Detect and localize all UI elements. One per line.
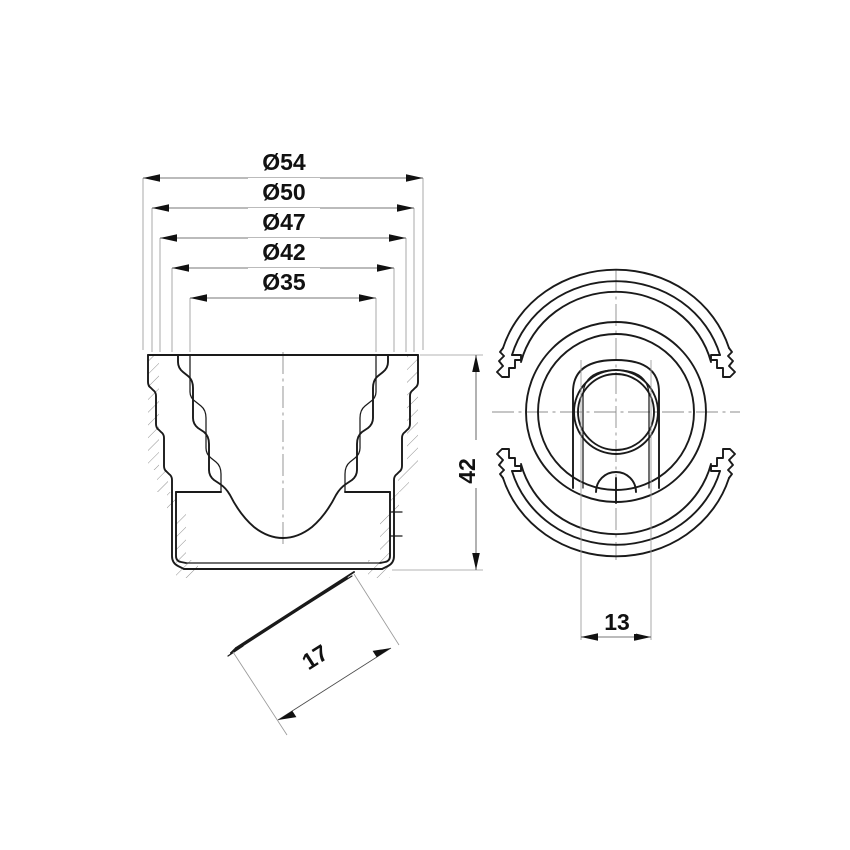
dimension-d35: Ø35 <box>190 268 376 302</box>
dimension-label-d54: Ø54 <box>262 149 306 175</box>
dimension-label-h42: 42 <box>454 458 480 484</box>
plan-bowl-pocket-outer <box>572 359 660 489</box>
plan-bottom-notch-semicircle <box>595 471 637 493</box>
dimension-label-d35: Ø35 <box>262 269 306 295</box>
plan-ring-2-top-arc <box>511 280 721 356</box>
dimension-d47: Ø47 <box>160 208 406 242</box>
dimension-label-w13: 13 <box>604 609 630 635</box>
dimension-label-d42: Ø42 <box>262 239 305 265</box>
dimension-h42: 42 <box>392 354 483 571</box>
section-inner-wall-left <box>189 354 222 493</box>
plan-view-dimensions: 13 <box>580 360 652 641</box>
section-lower-cavity-right <box>379 491 391 564</box>
section-view-dimensions: Ø54 Ø50 Ø47 Ø42 <box>142 148 483 736</box>
plan-ring-outer-top-arc <box>502 268 730 349</box>
section-outer-left-profile <box>147 354 185 570</box>
dimension-w13: 13 <box>581 608 651 641</box>
plan-right-notch-lower <box>710 448 736 479</box>
dimension-d42: Ø42 <box>172 238 394 272</box>
plan-ring-3-bottom-arc <box>520 463 712 536</box>
angled-tang-feature <box>227 571 355 657</box>
section-inner-wall-right <box>344 354 377 493</box>
plan-left-notch-upper <box>496 347 522 378</box>
plan-ring-2-bottom-arc <box>511 470 721 546</box>
top-plan-view <box>492 268 740 560</box>
plan-ring-outer-bottom-arc <box>502 477 730 558</box>
dimension-label-d47: Ø47 <box>262 209 305 235</box>
plan-pin-bore-outer-circle <box>573 369 659 455</box>
plan-right-notch-upper <box>710 347 736 378</box>
dimension-a17: 17 <box>232 573 400 736</box>
plan-left-notch-lower <box>496 448 522 479</box>
plan-pin-bore-inner-circle <box>577 373 655 451</box>
dimension-label-d50: Ø50 <box>262 179 305 205</box>
section-lower-cavity-left <box>175 491 187 564</box>
plan-ring-3-top-arc <box>520 290 712 363</box>
dimension-d54: Ø54 <box>143 148 423 182</box>
section-outer-right-profile <box>381 354 419 570</box>
